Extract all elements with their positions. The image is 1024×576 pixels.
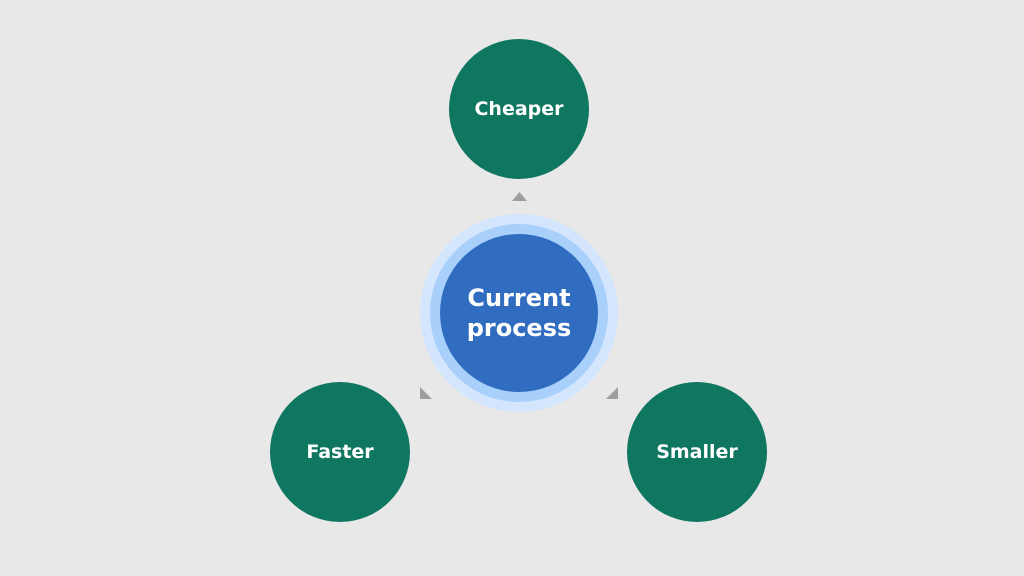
smaller-label: Smaller: [656, 441, 738, 463]
arrow-up-left-icon: [420, 387, 432, 399]
arrow-up-icon: [512, 192, 527, 201]
cheaper-label: Cheaper: [474, 98, 564, 120]
center-label-line2: process: [466, 314, 572, 342]
faster-node: Faster: [270, 382, 410, 522]
cheaper-node: Cheaper: [449, 39, 589, 179]
smaller-node: Smaller: [627, 382, 767, 522]
arrow-up-right-icon: [606, 387, 618, 399]
center-label-line1: Current: [467, 284, 571, 312]
faster-label: Faster: [306, 441, 374, 463]
